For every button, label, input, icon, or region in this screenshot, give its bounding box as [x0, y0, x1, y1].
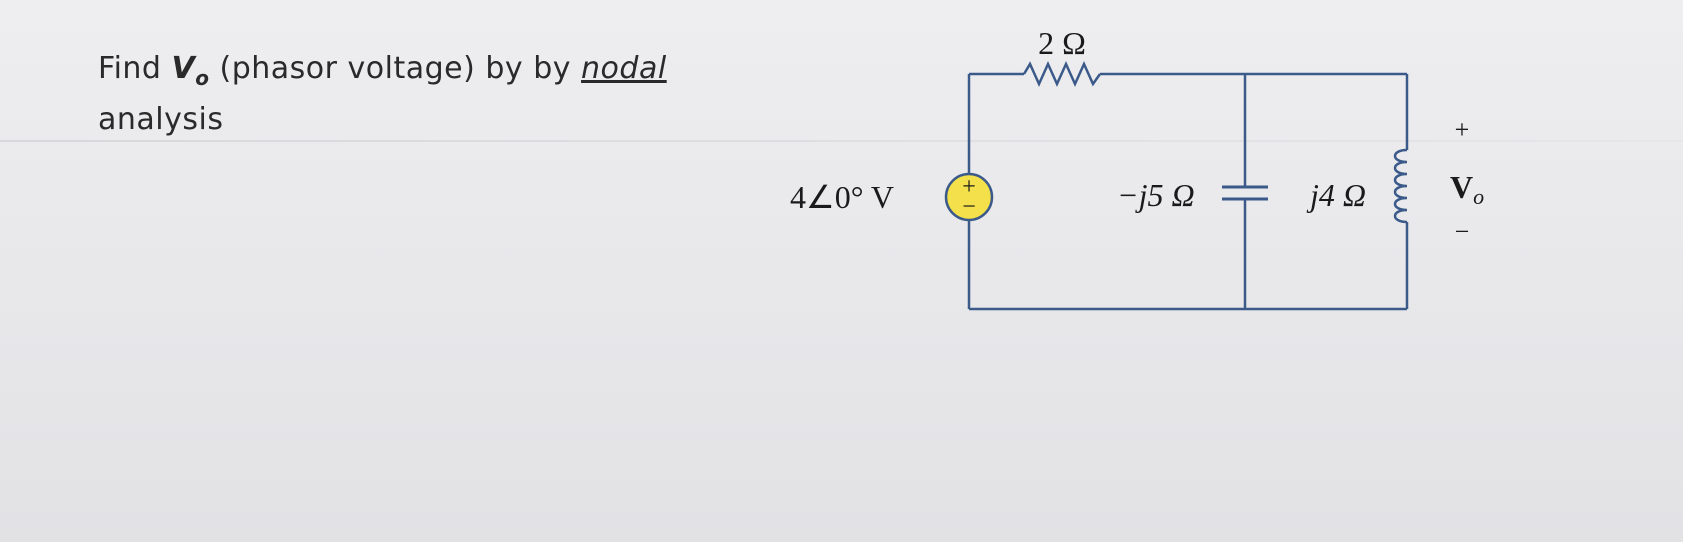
- question-end: analysis: [98, 102, 224, 137]
- question-variable: Vo: [171, 51, 210, 90]
- output-plus-sign: +: [1455, 115, 1470, 144]
- question-find: Find: [98, 51, 162, 86]
- inductor-label: j4 Ω: [1306, 177, 1366, 213]
- output-voltage-label: Vo: [1450, 169, 1484, 209]
- paper-fold-line: [0, 140, 1683, 142]
- resistor-label: 2 Ω: [1038, 25, 1086, 61]
- circuit-wires: [967, 72, 1409, 311]
- capacitor-label: −j5 Ω: [1117, 177, 1195, 213]
- source-minus-sign: −: [962, 194, 976, 220]
- question-middle: (phasor voltage) by by: [219, 51, 571, 86]
- question-method: nodal: [581, 51, 667, 86]
- source-label: 4∠0° V: [790, 179, 894, 215]
- question-text: Find Vo (phasor voltage) by by nodal ana…: [98, 48, 738, 141]
- source-plus-sign: +: [962, 174, 976, 200]
- output-minus-sign: −: [1455, 217, 1470, 246]
- voltage-source-symbol: [944, 172, 994, 222]
- capacitor-symbol: [1222, 185, 1268, 201]
- resistor-symbol: [1022, 60, 1102, 88]
- inductor-symbol: [1393, 148, 1408, 224]
